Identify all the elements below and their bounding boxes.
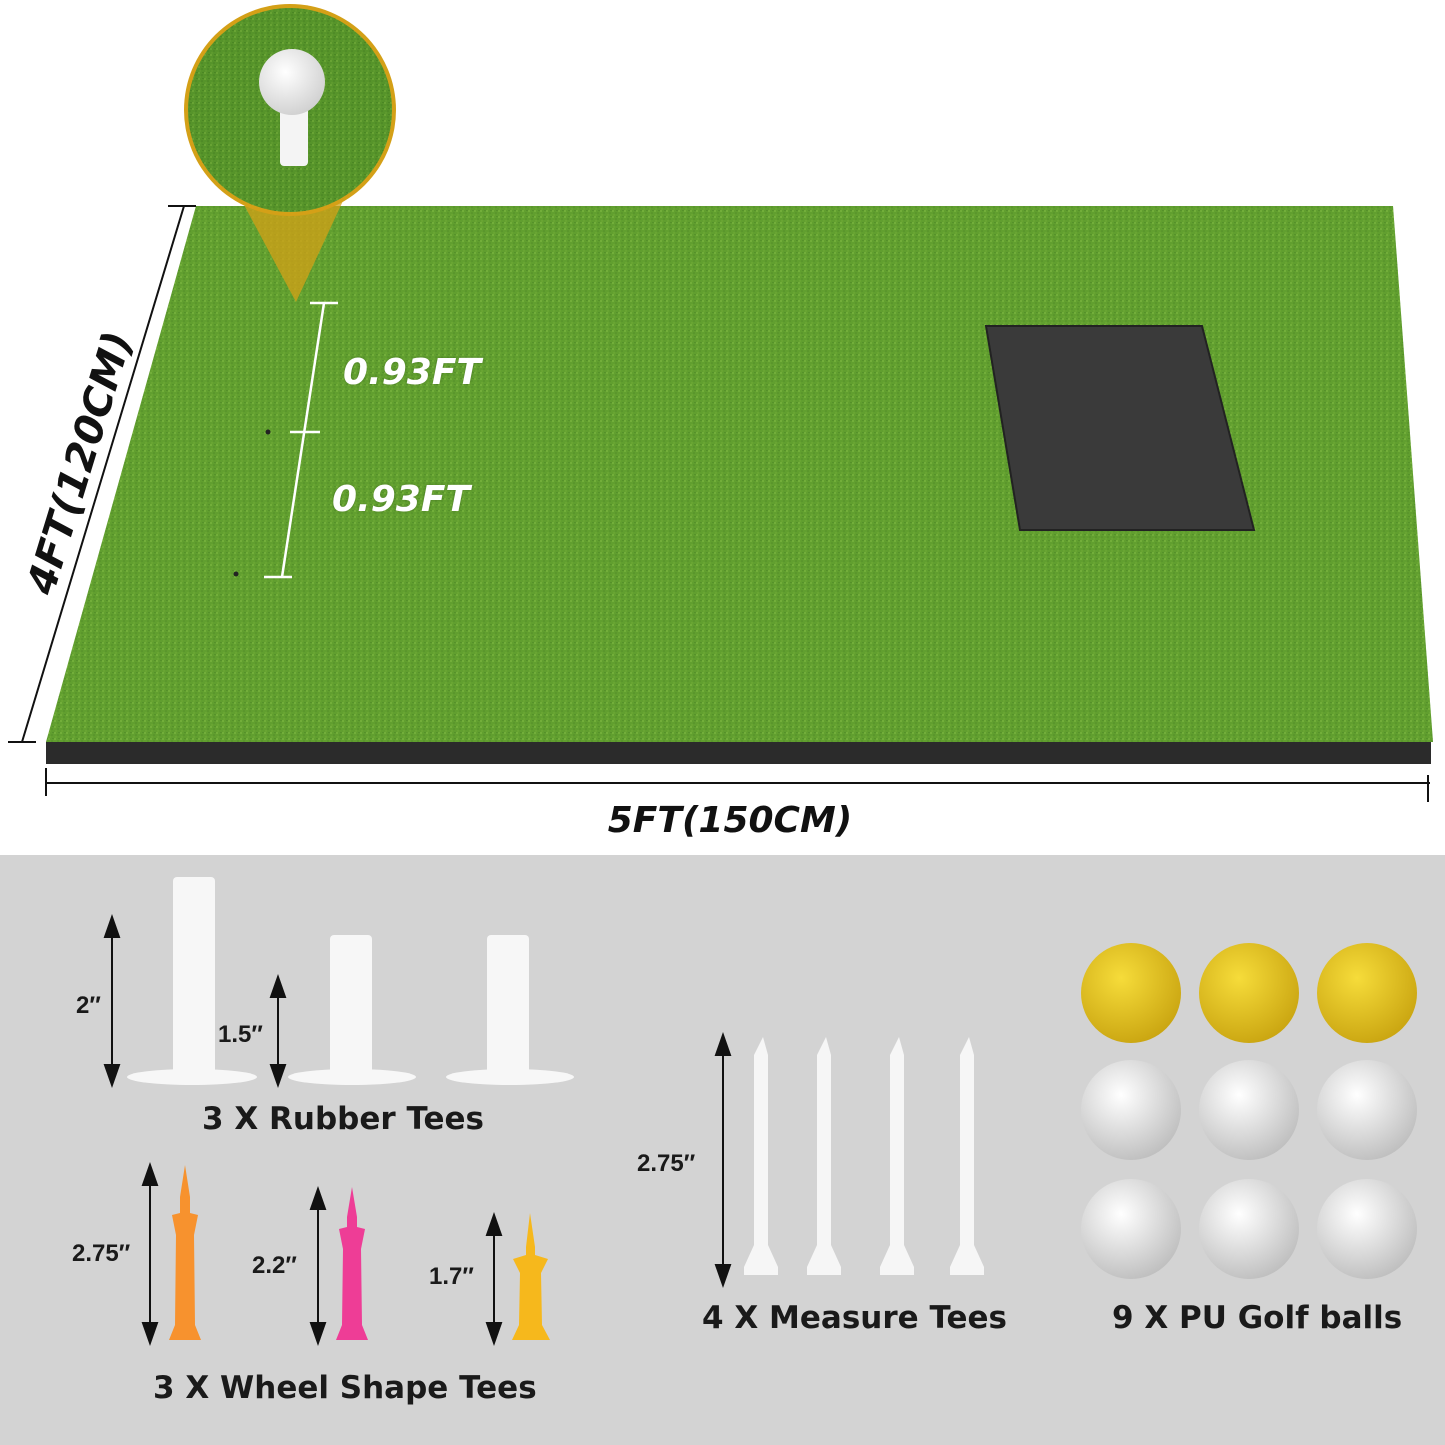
wheel-tee-orange (169, 1165, 201, 1340)
golf-balls-grid (1081, 943, 1417, 1279)
mat-base (46, 742, 1431, 764)
mat-dimension-panel: 0.93FT 0.93FT 4FT(120CM) 5FT(150CM) (8, 4, 1433, 841)
hitting-pad (984, 325, 1256, 531)
measure-tees-caption: 4 X Measure Tees (702, 1300, 1008, 1336)
golf-ball-white (1199, 1060, 1299, 1160)
measure-tee-size: 2.75″ (637, 1150, 696, 1177)
rubber-tee-large (127, 877, 257, 1085)
golf-ball-yellow (1199, 943, 1299, 1043)
golf-balls-caption: 9 X PU Golf balls (1112, 1300, 1403, 1336)
wheel-tee-yellow (512, 1213, 550, 1340)
rubber-tee-arrow-1.5in (269, 973, 287, 1089)
golf-ball-white (1081, 1179, 1181, 1279)
wheel-tee-size-orange: 2.75″ (72, 1240, 131, 1267)
wheel-tees-caption: 3 X Wheel Shape Tees (153, 1370, 537, 1406)
wheel-tee-pink (336, 1187, 368, 1340)
teed-ball-closeup (259, 49, 325, 166)
rubber-tee-medium (288, 935, 416, 1085)
golf-ball-white (1317, 1060, 1417, 1160)
rubber-tee-arrow-2in (103, 913, 121, 1089)
tee-spacing-label-top: 0.93FT (343, 352, 481, 393)
wheel-tee-size-pink: 2.2″ (252, 1252, 297, 1279)
accessories-panel: 2″ 1.5″ 3 X Rubber Tees 2.75″ 2.2″ 1.7″ … (0, 855, 1445, 1445)
tee-spacing-label-bottom: 0.93FT (332, 479, 470, 520)
mat-width-label: 5FT(150CM) (607, 800, 853, 841)
accessories-illustration (103, 877, 1417, 1347)
rubber-tee-size-small: 1.5″ (218, 1021, 263, 1048)
golf-mat-illustration (8, 4, 1433, 802)
golf-ball-white (1317, 1179, 1417, 1279)
rubber-tee-size-large: 2″ (76, 992, 101, 1019)
golf-ball-yellow (1317, 943, 1417, 1043)
measure-tee-arrow (714, 1031, 732, 1289)
golf-ball-white (1199, 1179, 1299, 1279)
golf-ball-yellow (1081, 943, 1181, 1043)
wheel-tee-size-yellow: 1.7″ (429, 1263, 474, 1290)
rubber-tee-small (446, 935, 574, 1085)
golf-ball-white (1081, 1060, 1181, 1160)
measure-tees (744, 1037, 984, 1275)
wheel-tee-arrows (141, 1161, 503, 1347)
rubber-tees-caption: 3 X Rubber Tees (202, 1101, 485, 1137)
